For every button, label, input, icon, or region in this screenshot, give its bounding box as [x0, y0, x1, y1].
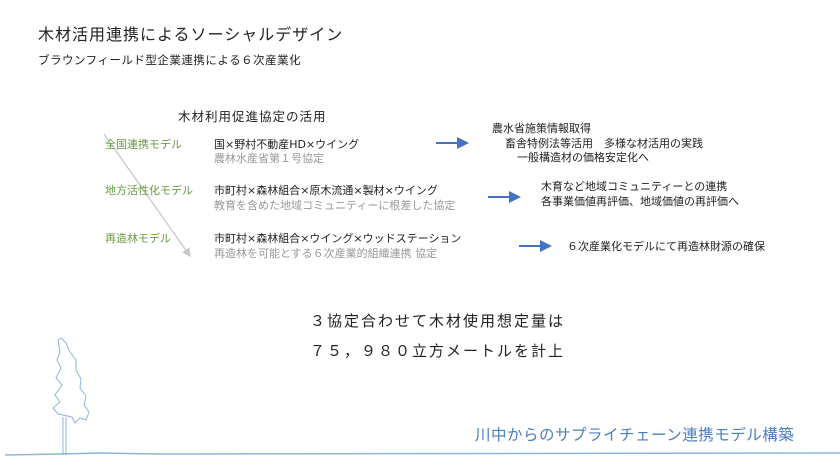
summary-line: ３協定合わせて木材使用想定量は — [310, 312, 566, 330]
model-agreement: 教育を含めた地域コミュニティーに根差した協定 — [214, 199, 456, 212]
section-heading: 木材利用促進協定の活用 — [178, 109, 327, 124]
model-partners: 市町村×森林組合×原木流通×製材×ウイング — [214, 184, 438, 197]
footer-caption: 川中からのサプライチェーン連携モデル構築 — [475, 426, 795, 444]
model-label: 地方活性化モデル — [105, 184, 193, 197]
slide-subtitle: ブラウンフィールド型企業連携による６次産業化 — [38, 53, 302, 67]
model-outcome: 農水省施策情報取得 — [492, 122, 591, 135]
model-partners: 市町村×森林組合×ウイング×ウッドステーション — [214, 232, 462, 245]
model-label: 全国連携モデル — [105, 138, 182, 151]
model-outcome: 畜舎特例法等活用 多様な材活用の実践 — [505, 137, 703, 150]
model-outcome: 一般構造材の価格安定化へ — [517, 151, 649, 164]
slide-title: 木材活用連携によるソーシャルデザイン — [38, 25, 344, 44]
model-outcome: ６次産業化モデルにて再造林財源の確保 — [567, 240, 765, 253]
model-agreement: 再造林を可能とする６次産業的組織連携 協定 — [214, 247, 438, 260]
diagonal-progression-arrow — [103, 133, 191, 258]
model-label: 再造林モデル — [105, 232, 171, 245]
model-partners: 国×野村不動産HD×ウイング — [214, 138, 360, 151]
model-outcome: 木育など地域コミュニティーとの連携 — [541, 180, 728, 193]
model-agreement: 農林水産省第１号協定 — [214, 152, 324, 165]
summary-line: ７５，９８０立方メートルを計上 — [310, 342, 566, 360]
model-outcome: 各事業価値再評価、地域価値の再評価へ — [541, 195, 739, 208]
tree-icon — [52, 337, 90, 455]
ground-line — [4, 452, 840, 456]
